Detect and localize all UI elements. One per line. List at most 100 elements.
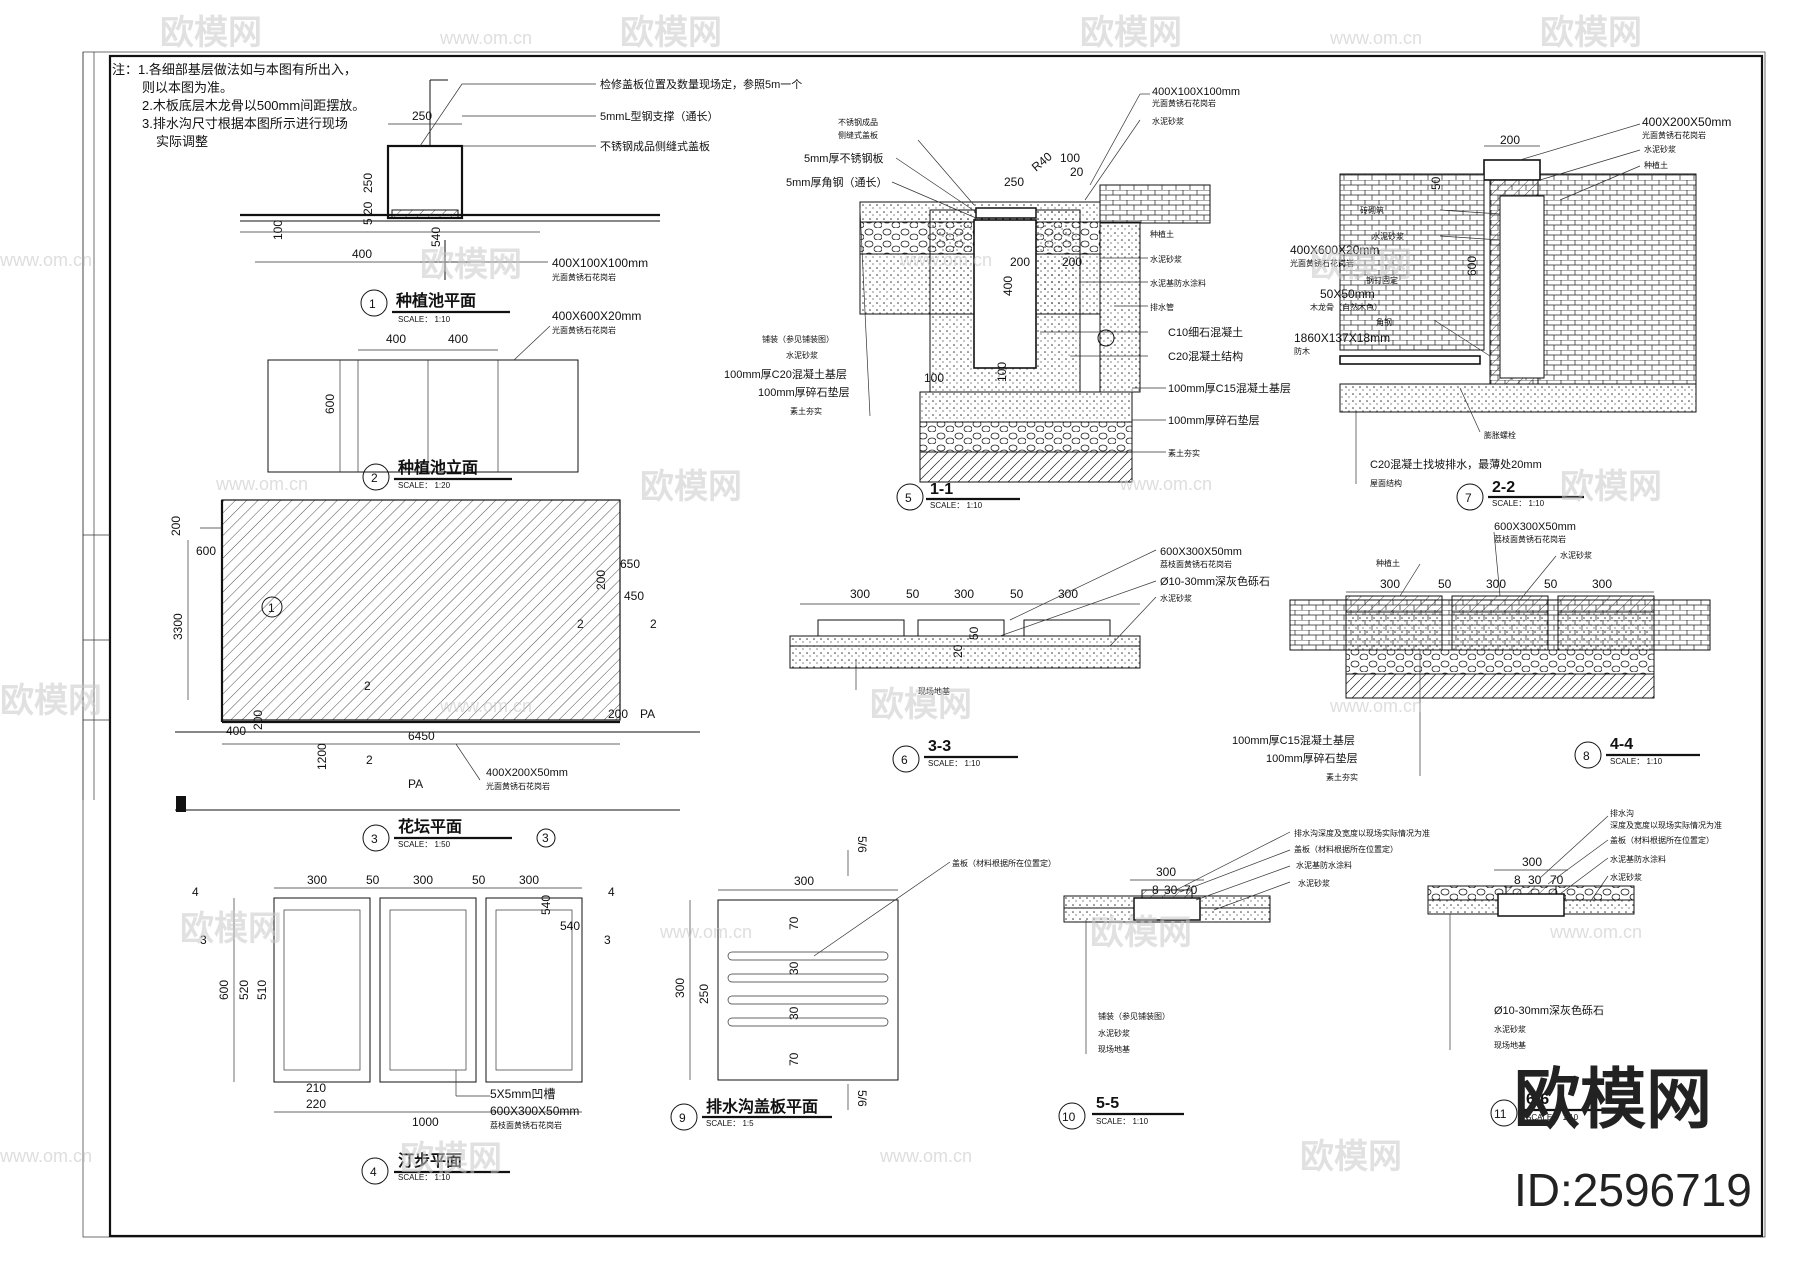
d4-label-groove: 5X5mm凹槽 [490,1087,555,1101]
drawing-title-10: 10 5-5 SCALE： 1:10 [1058,1095,1184,1130]
d7-label-stone: 400X200X50mm [1642,115,1731,129]
d3-dim-200-b: 200 [251,710,265,730]
note-line-3: 2.木板底层木龙骨以500mm间距摆放。 [142,98,365,113]
d11-label-mortar: 水泥砂浆 [1494,1024,1526,1034]
d11-label-ground: 现场地基 [1494,1040,1526,1050]
d7-label-panel: 400X600X20mm [1290,243,1379,257]
watermark-brand: 欧模网 [640,468,742,506]
d5-right-c10: C10细石混凝土 [1168,325,1243,339]
d9-dim-70-top: 70 [787,916,801,930]
d2-dim-400-a: 400 [386,332,406,346]
svg-text:5-5: 5-5 [1096,1095,1119,1112]
drawing-8-section-4-4: 300 50 300 50 300 600X300X50mm 荔枝面黄锈石花岗岩… [1232,521,1711,782]
watermark-brand: 欧模网 [400,1140,502,1178]
watermark-url: www.om.cn [439,28,532,48]
watermark-url: www.om.cn [439,696,532,716]
svg-text:SCALE： 1:20: SCALE： 1:20 [398,481,451,490]
d10-dim-300: 300 [1156,865,1176,879]
drawing-4-stepping-stone-plan: 300 50 300 50 300 600 520 510 210 220 10… [192,873,615,1130]
watermark-brand: 欧模网 [1080,14,1182,52]
d1-dim-100: 100 [271,220,285,240]
svg-text:3: 3 [371,832,378,846]
watermark-url: www.om.cn [1549,922,1642,942]
d9-label-cover: 盖板（材料根据所在位置定） [952,858,1056,868]
d5-top-steel-plate: 5mm厚不锈钢板 [804,151,883,165]
d5-dim-100: 100 [1060,151,1080,165]
d9-dim-250: 250 [697,984,711,1004]
d10-label-mortar: 水泥砂浆 [1098,1028,1130,1038]
d3-marker-2-a: 2 [577,617,584,631]
d9-dim-30-a: 30 [787,961,801,975]
d7-label-brick: 砖砌筑 [1360,205,1384,215]
d4-dim-540-b: 540 [560,919,580,933]
d2-dim-400-b: 400 [448,332,468,346]
drawing-title-11: 11 6-6 SCALE： 1:10 [1490,1091,1614,1127]
d9-marker-top: 5/6 [855,836,869,853]
d5-left-paving: 铺装（参见铺装图） [762,334,834,344]
watermark-url: www.om.cn [879,1146,972,1166]
d8-dim-300-b: 300 [1486,577,1506,591]
svg-text:SCALE： 1:10: SCALE： 1:10 [398,315,451,324]
drawing-title-5: 5 1-1 SCALE： 1:10 [896,481,1020,511]
d4-dim-520: 520 [237,980,251,1000]
d6-label-ground: 现场地基 [918,686,950,696]
d5-dim-250: 250 [1004,175,1024,189]
d5-right-soil: 种植土 [1150,229,1174,239]
d7-label-angle: 角钢 [1376,317,1392,327]
svg-text:SCALE： 1:10: SCALE： 1:10 [1492,499,1545,508]
svg-text:1: 1 [369,297,376,311]
svg-text:SCALE： 1:10: SCALE： 1:10 [930,501,983,510]
d3-dim-6450: 6450 [408,729,435,743]
d7-label-soil: 种植土 [1644,160,1668,170]
svg-text:8: 8 [1583,749,1590,763]
d8-dim-50-a: 50 [1438,577,1452,591]
drawing-1-planting-pool-plan: 250 250 20 5 100 540 400 检修盖板位置及数量现场定，参照… [240,77,802,282]
d1-label-stone-finish: 光面黄锈石花岗岩 [552,272,616,282]
id-stamp: 欧模网 ID:2596719 [1514,1062,1752,1216]
svg-text:4: 4 [370,1165,377,1179]
watermark-url: www.om.cn [1329,28,1422,48]
d3-marker-2-b: 2 [650,617,657,631]
d7-label-joist: 木龙骨（自然木色） [1310,302,1382,312]
drawing-title-7: 7 2-2 SCALE： 1:10 [1456,479,1584,511]
d4-label-stone-finish: 荔枝面黄锈石花岗岩 [490,1120,562,1130]
d11-label-waterproof: 水泥基防水涂料 [1610,854,1666,864]
d5-left-gravel: 100mm厚碎石垫层 [758,385,850,399]
svg-text:2: 2 [371,471,378,485]
d8-dim-300-a: 300 [1380,577,1400,591]
d5-right-c15-base: 100mm厚C15混凝土基层 [1168,381,1291,395]
d1-label-stone: 400X100X100mm [552,256,648,270]
watermark-brand: 欧模网 [620,14,722,52]
d10-label-cover: 盖板（材料根据所在位置定） [1294,844,1398,854]
svg-text:1-1: 1-1 [930,481,953,498]
d7-label-board-size: 1860X137X18mm [1294,331,1390,345]
d3-dim-3300: 3300 [171,613,185,640]
watermark-url: www.om.cn [215,474,308,494]
d5-right-waterproof: 水泥基防水涂料 [1150,278,1206,288]
d5-dim-200-a: 200 [1010,255,1030,269]
d3-dim-1200: 1200 [315,743,329,770]
svg-text:花坛平面: 花坛平面 [398,817,462,836]
d5-dim-100-c: 100 [995,362,1009,382]
d6-dim-20: 20 [951,644,965,658]
drawing-title-9: 9 排水沟盖板平面 SCALE： 1:5 [670,1097,832,1131]
d11-label-cover: 盖板（材料根据所在位置定） [1610,835,1714,845]
d6-dim-300-c: 300 [1058,587,1078,601]
note-line-5: 实际调整 [156,134,208,149]
svg-text:11: 11 [1494,1107,1507,1121]
drawing-7-section-2-2: 200 50 600 400X200X50mm 光面黄锈石花岗岩 水泥砂浆 种植… [1290,115,1731,488]
watermark-brand: 欧模网 [1090,914,1192,952]
svg-text:6-6: 6-6 [1526,1091,1549,1108]
d6-dim-300-a: 300 [850,587,870,601]
d10-label-paving: 铺装（参见铺装图） [1098,1011,1170,1021]
d9-dim-300-top: 300 [794,874,814,888]
d11-label-mortar-right: 水泥砂浆 [1610,872,1642,882]
d5-dim-400: 400 [1001,276,1015,296]
d11-dim-30: 30 [1528,873,1542,887]
drawing-title-1: 1 种植池平面 SCALE： 1:10 [360,289,510,324]
general-notes: 注：1.各细部基层做法如与本图有所出入， 则以本图为准。 2.木板底层木龙骨以5… [112,62,365,149]
d3-dim-400: 400 [226,724,246,738]
d7-dim-600: 600 [1465,256,1479,276]
svg-text:SCALE： 1:50: SCALE： 1:50 [398,840,451,849]
drawing-10-section-5-5: 300 8 30 70 排水沟深度及宽度以现场实际情况为准 盖板（材料根据所在位… [1063,828,1430,1054]
